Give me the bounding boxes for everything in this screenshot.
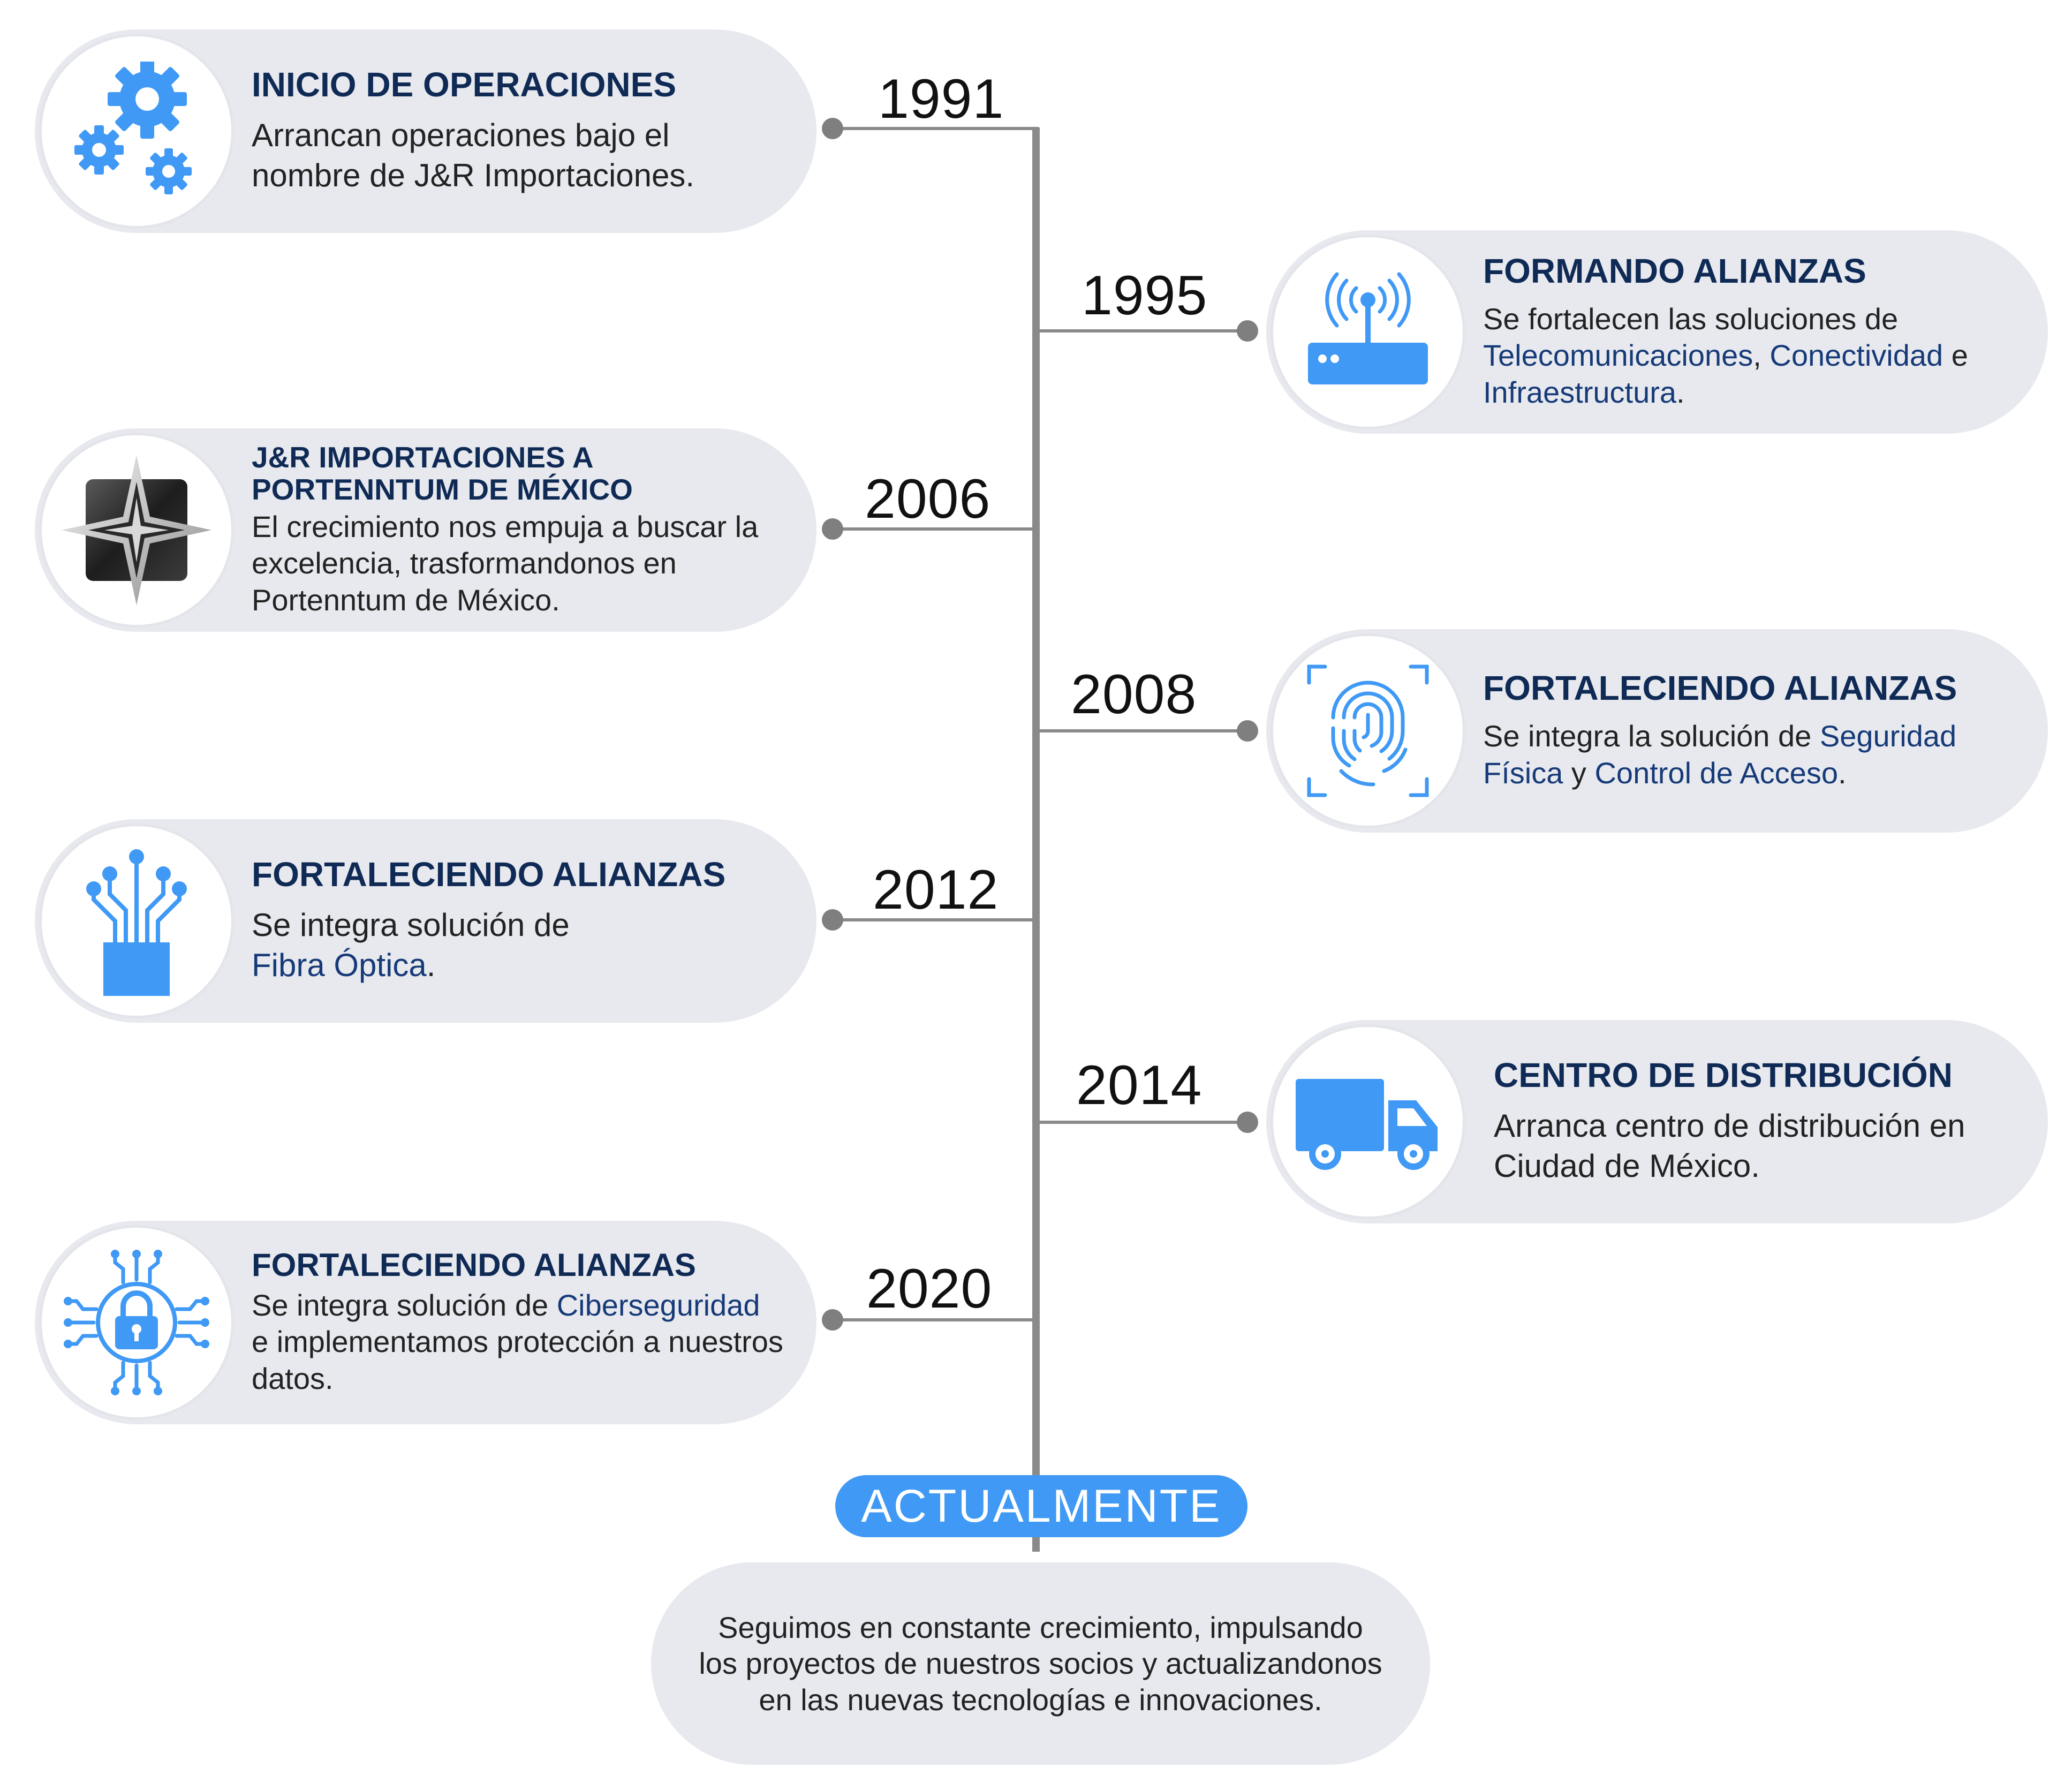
- milestone-icon-circle: [1271, 1024, 1465, 1219]
- year-label: 2020: [866, 1258, 993, 1320]
- milestone-card: FORTALECIENDO ALIANZAS Se integra soluci…: [35, 1221, 816, 1424]
- milestone-card: FORTALECIENDO ALIANZAS Se integra la sol…: [1266, 629, 2048, 833]
- milestone-text: FORTALECIENDO ALIANZAS Se integra soluci…: [252, 1221, 784, 1424]
- milestone-title: J&R IMPORTACIONES A PORTENNTUM DE MÉXICO: [252, 441, 633, 506]
- truck-icon: [1296, 1079, 1438, 1170]
- milestone-text: J&R IMPORTACIONES A PORTENNTUM DE MÉXICO…: [252, 428, 784, 632]
- timeline-connector: [1036, 329, 1250, 333]
- milestone-description: Se integra solución de Fibra Óptica.: [252, 906, 570, 983]
- timeline-dot: [822, 118, 843, 139]
- timeline-connector: [835, 918, 1039, 921]
- milestone-description: Se fortalecen las soluciones de Telecomu…: [1483, 302, 1968, 409]
- timeline-connector: [835, 1318, 1039, 1321]
- milestone-text: FORMANDO ALIANZAS Se fortalecen las solu…: [1483, 230, 2016, 434]
- timeline-dot: [822, 909, 843, 931]
- timeline-dot: [822, 518, 843, 540]
- milestone-title: FORTALECIENDO ALIANZAS: [1483, 669, 1957, 708]
- milestone-card: FORTALECIENDO ALIANZAS Se integra soluci…: [35, 819, 816, 1023]
- cyber-lock-icon: [64, 1250, 209, 1395]
- wifi-router-icon: [1308, 272, 1428, 384]
- milestone-description: Se integra solución de Ciberseguridad e …: [252, 1288, 783, 1395]
- milestone-title: FORTALECIENDO ALIANZAS: [252, 855, 726, 894]
- milestone-description: El crecimiento nos empuja a buscar la ex…: [252, 509, 759, 617]
- year-label: 2006: [865, 468, 991, 530]
- milestone-description: Se integra la solución de Seguridad Físi…: [1483, 719, 1957, 790]
- milestone-description: Arrancan operaciones bajo el nombre de J…: [252, 117, 695, 193]
- milestone-icon-circle: [39, 1225, 234, 1420]
- milestone-icon-circle: [1271, 235, 1465, 429]
- fingerprint-icon: [1307, 664, 1429, 797]
- milestone-title: FORMANDO ALIANZAS: [1483, 251, 1866, 290]
- timeline-connector: [1036, 1121, 1250, 1124]
- milestone-text: CENTRO DE DISTRIBUCIÓN Arranca centro de…: [1494, 1020, 2016, 1223]
- current-status-card: Seguimos en constante crecimiento, impul…: [651, 1562, 1430, 1765]
- milestone-text: INICIO DE OPERACIONES Arrancan operacion…: [252, 29, 784, 233]
- year-label: 2014: [1076, 1054, 1203, 1116]
- milestone-icon-circle: [39, 823, 234, 1018]
- milestone-card: J&R IMPORTACIONES A PORTENNTUM DE MÉXICO…: [35, 428, 816, 632]
- milestone-card: CENTRO DE DISTRIBUCIÓN Arranca centro de…: [1266, 1020, 2048, 1223]
- current-status-text: Seguimos en constante crecimiento, impul…: [699, 1611, 1382, 1717]
- timeline-dot: [1237, 1112, 1258, 1133]
- milestone-description: Arranca centro de distribución en Ciudad…: [1494, 1107, 1965, 1184]
- milestone-title: FORTALECIENDO ALIANZAS: [252, 1247, 696, 1283]
- gears-icon: [74, 62, 192, 194]
- milestone-text: FORTALECIENDO ALIANZAS Se integra soluci…: [252, 819, 784, 1023]
- timeline-dot: [822, 1309, 843, 1331]
- milestone-card: FORMANDO ALIANZAS Se fortalecen las solu…: [1266, 230, 2048, 434]
- current-label-pill: ACTUALMENTE: [835, 1475, 1247, 1537]
- timeline-dot: [1237, 320, 1258, 342]
- milestone-text: FORTALECIENDO ALIANZAS Se integra la sol…: [1483, 629, 2016, 833]
- milestone-title: INICIO DE OPERACIONES: [252, 65, 676, 104]
- timeline-connector: [1036, 729, 1250, 732]
- milestone-title: CENTRO DE DISTRIBUCIÓN: [1494, 1056, 1953, 1095]
- fiber-optic-icon: [86, 849, 187, 996]
- year-label: 2008: [1071, 663, 1197, 726]
- timeline-dot: [1237, 720, 1258, 742]
- timeline-spine: [1032, 127, 1040, 1552]
- milestone-icon-circle: [39, 34, 234, 229]
- timeline-connector: [835, 127, 1039, 130]
- timeline-connector: [835, 527, 1039, 531]
- year-label: 1991: [878, 68, 1004, 130]
- milestone-card: INICIO DE OPERACIONES Arrancan operacion…: [35, 29, 816, 233]
- year-label: 1995: [1082, 265, 1208, 327]
- milestone-icon-circle: [39, 433, 234, 628]
- milestone-icon-circle: [1271, 633, 1465, 828]
- year-label: 2012: [873, 859, 999, 921]
- compass-star-logo-icon: [62, 455, 211, 605]
